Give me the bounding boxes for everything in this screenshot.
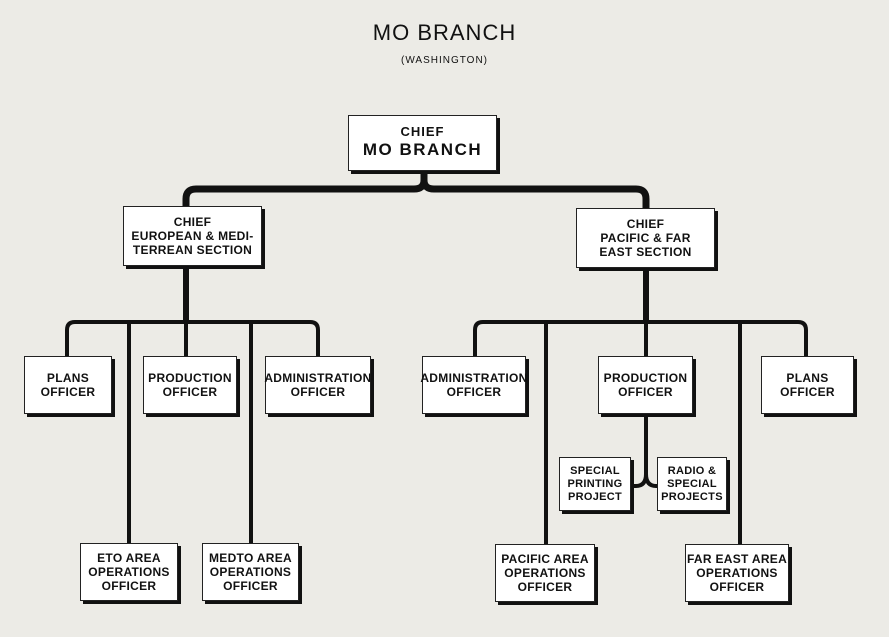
box-line: OFFICER [223,579,278,593]
box-line: OFFICER [517,580,573,594]
box-line: PRODUCTION [603,371,688,385]
special-printing-project-box: SPECIAL PRINTING PROJECT [559,457,631,511]
pacific-administration-officer-box: ADMINISTRATION OFFICER [420,356,528,414]
box-line: OFFICER [162,385,218,399]
pacific-section-chief-box: CHIEF PACIFIC & FAR EAST SECTION [576,208,715,268]
chief-mo-branch-box: CHIEF MO BRANCH [348,115,497,171]
box-line: OFFICER [618,385,673,399]
box-line: SPECIAL [570,464,620,477]
box-line: OFFICER [101,579,157,593]
connector-special-projects [631,414,659,488]
box-line: PACIFIC & FAR [600,231,691,245]
box-line: OFFICER [290,385,346,399]
box-line: PLANS [786,371,829,385]
box-line: ADMINISTRATION [420,371,528,385]
euro-administration-officer-box: ADMINISTRATION OFFICER [264,356,372,414]
box-line: CHIEF [173,215,212,229]
box-line: OFFICER [780,385,835,399]
box-line: FAR EAST AREA [686,552,788,566]
connector-euro-bar [65,320,320,358]
box-line: PRODUCTION [148,371,232,385]
pacific-area-operations-officer-box: PACIFIC AREA OPERATIONS OFFICER [495,544,595,602]
connector-chief-to-sections [182,170,428,208]
box-line: OFFICER [40,385,96,399]
box-line: OPERATIONS [696,566,778,580]
box-line: OFFICER [446,385,502,399]
box-line: PRINTING [567,477,623,490]
euro-production-officer-box: PRODUCTION OFFICER [143,356,237,414]
box-line: OPERATIONS [209,565,292,579]
box-line: OPERATIONS [504,566,586,580]
connector-chief-to-pacific [420,179,650,210]
chief-label: CHIEF [400,124,445,139]
box-line: SPECIAL [667,477,717,490]
medto-area-operations-officer-box: MEDTO AREA OPERATIONS OFFICER [202,543,299,601]
page-title: MO BRANCH [372,20,517,45]
chief-title: MO BRANCH [362,140,483,159]
box-line: CHIEF [626,217,665,231]
page-subtitle: (WASHINGTON) [401,55,488,66]
euro-plans-officer-box: PLANS OFFICER [24,356,112,414]
connector-pacific-bar [473,320,808,358]
box-line: ADMINISTRATION [264,371,372,385]
box-line: OPERATIONS [88,565,170,579]
box-line: PROJECT [567,490,623,503]
box-line: TERREAN SECTION [132,243,253,257]
box-line: PLANS [46,371,90,385]
box-line: PACIFIC AREA [501,552,589,566]
european-section-chief-box: CHIEF EUROPEAN & MEDI- TERREAN SECTION [123,206,262,266]
box-line: PROJECTS [661,490,723,503]
pacific-production-officer-box: PRODUCTION OFFICER [598,356,693,414]
box-line: RADIO & [667,464,717,477]
box-line: ETO AREA [97,551,161,565]
radio-special-projects-box: RADIO & SPECIAL PROJECTS [657,457,727,511]
far-east-area-operations-officer-box: FAR EAST AREA OPERATIONS OFFICER [685,544,789,602]
box-line: EUROPEAN & MEDI- [131,229,254,243]
pacific-plans-officer-box: PLANS OFFICER [761,356,854,414]
box-line: OFFICER [709,580,765,594]
box-line: MEDTO AREA [208,551,292,565]
box-line: EAST SECTION [599,245,692,259]
eto-area-operations-officer-box: ETO AREA OPERATIONS OFFICER [80,543,178,601]
